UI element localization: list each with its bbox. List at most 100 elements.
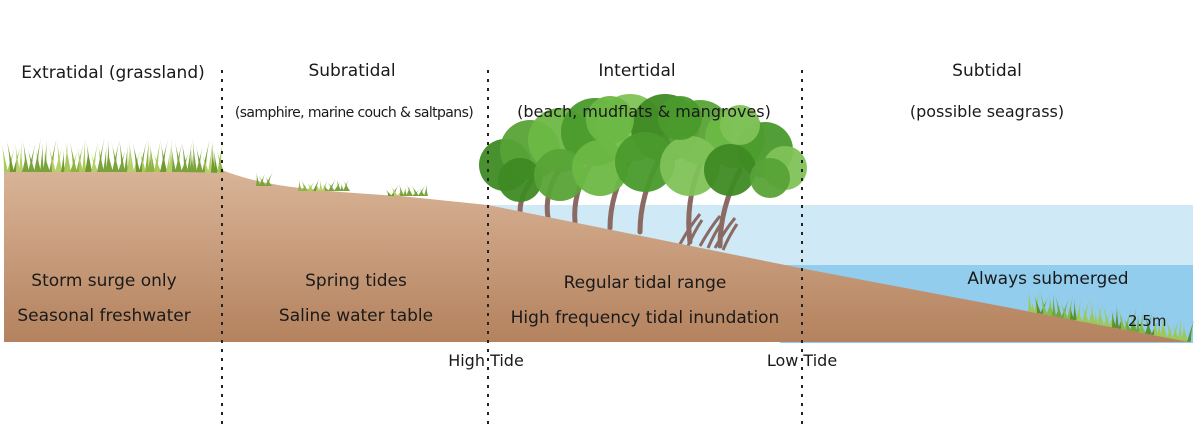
grass-blade xyxy=(399,184,404,196)
grass-blade xyxy=(61,149,65,172)
grass-blade xyxy=(316,183,320,191)
condition-subtidal-1: Always submerged xyxy=(967,269,1129,289)
grass-blade xyxy=(406,184,413,196)
grass-blade xyxy=(1070,305,1074,320)
grass-blade xyxy=(160,141,167,172)
mangrove-canopy xyxy=(704,144,756,196)
grass-blade xyxy=(56,138,62,172)
grass-blade xyxy=(1102,302,1110,327)
grass-blade xyxy=(77,145,83,172)
grass-blade xyxy=(1172,318,1180,339)
grass-blade xyxy=(1111,309,1116,328)
grass-blade xyxy=(1081,304,1089,323)
grass-blade xyxy=(418,185,426,196)
condition-extratidal-2: Seasonal freshwater xyxy=(17,306,191,326)
grass-blade xyxy=(1088,305,1095,324)
low-tide-label: Low Tide xyxy=(766,351,838,370)
mangrove-root xyxy=(678,213,704,247)
grass-blade xyxy=(174,138,182,172)
grass-blade xyxy=(148,145,152,172)
grass-blade xyxy=(15,142,20,172)
grass-blade xyxy=(107,150,113,172)
mangrove-canopy xyxy=(498,158,542,202)
grass-tuft-icon xyxy=(1,138,224,173)
grass-blade xyxy=(171,146,176,172)
grass-blade xyxy=(424,184,428,196)
mangrove-canopy xyxy=(658,96,702,140)
grass-blade xyxy=(128,138,134,172)
grass-blade xyxy=(190,149,194,173)
grass-blade xyxy=(256,172,260,186)
grass-blade xyxy=(391,184,399,196)
mangrove-root xyxy=(713,217,739,251)
grass-blade xyxy=(202,153,209,173)
condition-subratidal-2: Saline water table xyxy=(278,306,434,326)
grass-blade xyxy=(1144,313,1152,335)
grass-tuft-icon xyxy=(256,172,428,196)
grass-blade xyxy=(343,180,350,191)
mangrove-canopy xyxy=(660,136,720,196)
grass-blade xyxy=(208,140,213,173)
grass-blade xyxy=(298,179,302,191)
grass-blade xyxy=(1049,294,1053,316)
grass-blade xyxy=(1055,305,1061,317)
condition-intertidal-2: High frequency tidal inundation xyxy=(510,308,780,328)
grass-blade xyxy=(1139,321,1146,334)
grass-blade xyxy=(211,142,215,173)
grass-blade xyxy=(403,187,407,196)
grass-blade xyxy=(265,172,273,186)
grass-blade xyxy=(1046,300,1052,316)
seagrass-icon xyxy=(1028,288,1195,342)
grass-blade xyxy=(187,142,192,173)
grass-blade xyxy=(1178,316,1182,341)
mangrove-root xyxy=(698,215,724,249)
grass-blade xyxy=(258,175,266,186)
mangrove-canopy xyxy=(586,96,634,144)
grass-blade xyxy=(28,143,36,172)
grass-blade xyxy=(91,140,99,172)
mangrove-canopy xyxy=(720,105,760,145)
grass-blade xyxy=(1052,293,1056,317)
grass-blade xyxy=(1152,311,1158,336)
grass-blade xyxy=(1061,299,1069,318)
grass-blade xyxy=(319,180,323,191)
grass-blade xyxy=(127,144,131,172)
grass-blade xyxy=(313,179,320,191)
grass-blade xyxy=(306,181,314,191)
grass-blade xyxy=(213,148,218,173)
soil-profile xyxy=(4,170,1190,342)
grass-blade xyxy=(307,181,315,191)
grass-blade xyxy=(1082,298,1090,322)
grass-blade xyxy=(111,140,119,172)
grass-blade xyxy=(192,138,197,173)
grass-blade xyxy=(1109,309,1116,328)
condition-extratidal-1: Storm surge only xyxy=(31,271,177,291)
mangrove-canopy xyxy=(615,132,675,192)
grass-blade xyxy=(1157,319,1161,337)
grass-blade xyxy=(202,139,210,173)
grass-blade xyxy=(90,151,98,172)
grass-blade xyxy=(1124,308,1132,330)
grass-blade xyxy=(1094,310,1098,325)
grass-blade xyxy=(19,139,23,172)
grass-blade xyxy=(340,183,344,191)
grass-blade xyxy=(328,179,336,191)
grass-blade xyxy=(1054,293,1062,318)
grass-blade xyxy=(217,138,224,173)
mangrove-canopy xyxy=(572,140,628,196)
grass-blade xyxy=(22,138,29,172)
grass-blade xyxy=(69,138,77,172)
grass-blade xyxy=(264,176,272,186)
grass-blade xyxy=(40,141,44,172)
grass-blade xyxy=(216,148,224,173)
grass-blade xyxy=(1115,304,1119,329)
grass-blade xyxy=(385,189,392,196)
grass-blade xyxy=(97,138,105,172)
grass-blade xyxy=(1033,294,1041,314)
grass-blade xyxy=(103,145,107,172)
grass-blade xyxy=(1,142,9,172)
grass-blade xyxy=(181,139,188,173)
grass-blade xyxy=(1073,299,1077,321)
grass-blade xyxy=(390,185,398,196)
